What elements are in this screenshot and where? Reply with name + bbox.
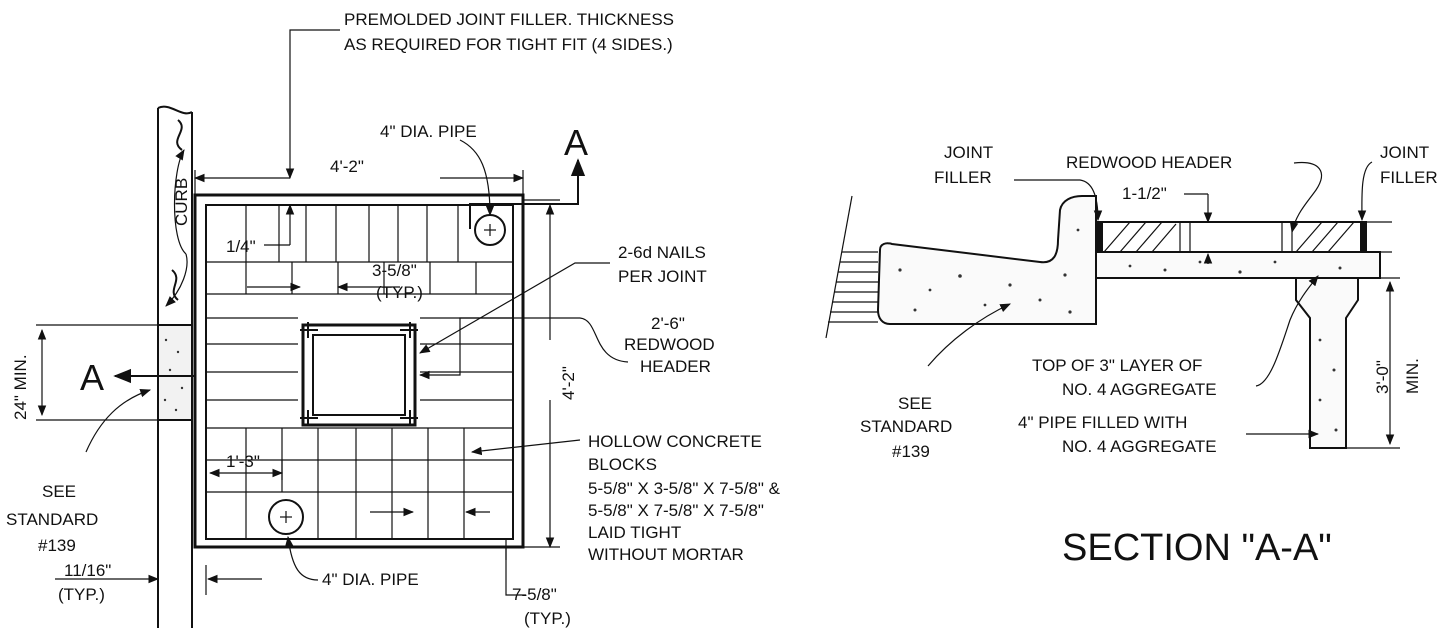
joint-filler-left [1096,222,1103,252]
dim-1ft3-text: 1'-3" [226,452,260,471]
header-text-2: REDWOOD [624,335,715,354]
top-layer-text-2: NO. 4 AGGREGATE [1062,380,1217,399]
dim-3ft-text: 3'-0" [1373,360,1392,394]
curb-opening-concrete [157,324,193,421]
joint-left-text-1: JOINT [944,143,993,162]
dim-block-typ-text: (TYP.) [376,283,423,302]
redwood-header-opening [312,334,406,416]
nails-text-2: PER JOINT [618,267,707,286]
see-text-s3: #139 [892,442,930,461]
redwood-header-frame [301,323,417,427]
redwood-text: REDWOOD HEADER [1066,153,1232,172]
dim-height-text: 4'-2" [559,366,578,400]
dim-7-5-8-typ-text: (TYP.) [524,609,571,628]
dim-block-text: 3-5/8" [372,261,417,280]
dim-3ft-min-text: MIN. [1403,358,1422,394]
see-text-2: STANDARD [6,510,98,529]
joint-left-text-2: FILLER [934,168,992,187]
dim-quarter-text: 1/4" [226,237,256,256]
blocks-text-4: 5-5/8" X 7-5/8" X 7-5/8" [588,501,764,520]
pipe-bottom-text: 4" DIA. PIPE [322,570,419,589]
curb-stipple [163,338,184,412]
see-text-s1: SEE [898,394,932,413]
pipe-fill-text-1: 4" PIPE FILLED WITH [1018,413,1187,432]
pipe-top-text: 4" DIA. PIPE [380,122,477,141]
nail-marks [300,322,418,426]
top-layer-text-1: TOP OF 3" LAYER OF [1032,356,1202,375]
dim-11-16-typ-text: (TYP.) [58,585,105,604]
plan-view: 4'-2" PREMOLDED JOINT FILLER. THICKNESS … [6,10,781,628]
nails-text-1: 2-6d NAILS [618,243,706,262]
section-mark-left: A [80,357,104,398]
curb-wall [157,105,193,628]
see-text-1: SEE [42,482,76,501]
pipe-fill-text-2: NO. 4 AGGREGATE [1062,437,1217,456]
curb-section-concrete [876,195,1097,325]
pipe-bottom-symbol [268,499,304,535]
joint-filler-leader [285,29,340,180]
joint-right-text-2: FILLER [1380,168,1438,187]
joint-filler-right [1360,222,1367,252]
section-mark-top: A [564,122,588,163]
dim-1-1-2-text: 1-1/2" [1122,184,1167,203]
blocks-text-3: 5-5/8" X 3-5/8" X 7-5/8" & [588,479,781,498]
redwood-hatch [1103,221,1355,253]
dim-11-16-text: 11/16" [64,561,111,580]
dim-7-5-8-text: 7-5/8" [512,585,557,604]
pipe-section [1295,277,1359,449]
blocks-text-1: HOLLOW CONCRETE [588,432,762,451]
section-view: JOINT FILLER REDWOOD HEADER JOINT FILLER… [825,143,1438,569]
blocks-text-6: WITHOUT MORTAR [588,545,744,564]
header-text-1: 2'-6" [651,314,685,333]
joint-filler-text-1: PREMOLDED JOINT FILLER. THICKNESS [344,10,674,29]
joint-right-text-1: JOINT [1380,143,1429,162]
aggregate-stipple [898,228,1342,432]
see-text-s2: STANDARD [860,417,952,436]
ground-hatch [825,195,878,339]
header-text-3: HEADER [640,357,711,376]
curb-text: CURB [172,178,191,226]
dim-min-text: 24" MIN. [11,354,30,420]
section-title: SECTION "A-A" [1062,527,1332,569]
joint-filler-text-2: AS REQUIRED FOR TIGHT FIT (4 SIDES.) [344,35,673,54]
box-outline-outer [193,193,525,549]
see-text-3: #139 [38,536,76,555]
dim-width-text: 4'-2" [330,157,364,176]
pipe-top-symbol [474,214,506,246]
blocks-text-5: LAID TIGHT [588,523,681,542]
blocks-text-2: BLOCKS [588,455,657,474]
slab-section-concrete [1095,251,1381,279]
